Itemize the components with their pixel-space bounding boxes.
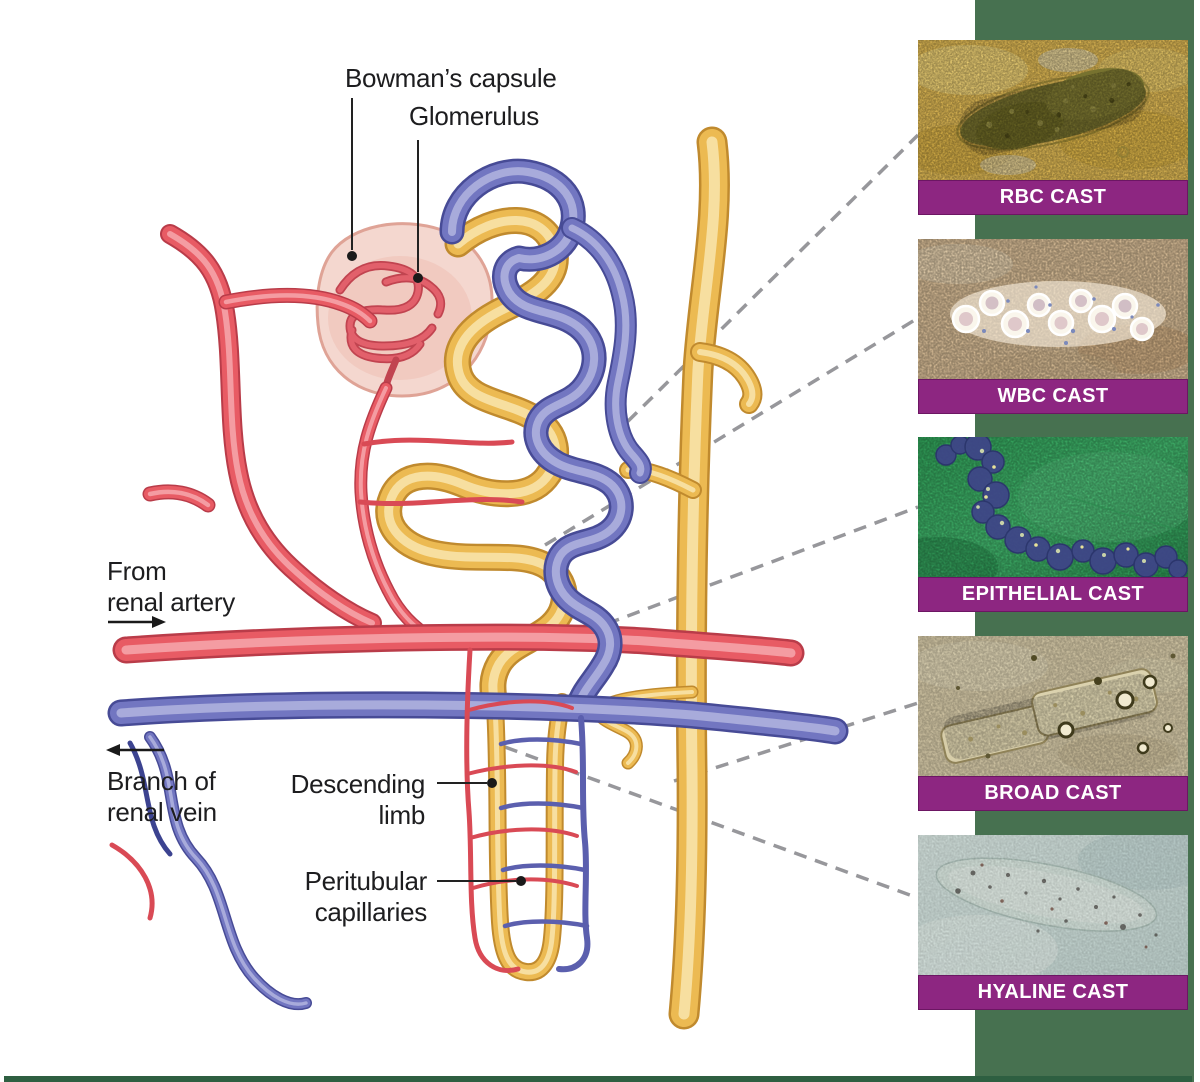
cast-label: HYALINE CAST <box>977 981 1129 1003</box>
cell-highlights <box>976 448 1146 563</box>
epithelial-cell-chain <box>935 437 1188 577</box>
cast-card-hyaline: HYALINE CAST <box>918 835 1188 1010</box>
thin-blue-branch <box>127 740 173 857</box>
epithelial-cast-micrograph <box>918 437 1188 577</box>
vein-system-blue <box>121 171 835 1004</box>
refractile-droplets <box>956 653 1176 759</box>
rbc-cast-micrograph <box>918 40 1188 180</box>
nephron-illustration <box>106 98 918 1082</box>
cast-card-epithelial: EPITHELIAL CAST <box>918 437 1188 612</box>
cast-label-bar: EPITHELIAL CAST <box>918 577 1188 612</box>
thin-red-capillaries <box>109 437 525 921</box>
label-glomerulus: Glomerulus <box>409 101 539 131</box>
cast-label-bar: WBC CAST <box>918 379 1188 414</box>
cast-label-bar: RBC CAST <box>918 180 1188 215</box>
label-peritubular-capillaries: Peritubular capillaries <box>304 866 428 927</box>
hyaline-cast-micrograph <box>918 835 1188 975</box>
artery-system-red <box>109 234 791 921</box>
connector-line-rbc <box>610 133 920 439</box>
cell-sparks <box>984 465 1130 551</box>
leader-dots <box>347 251 526 886</box>
leader-lines <box>351 98 516 882</box>
cast-label: BROAD CAST <box>984 782 1122 804</box>
arrow-right-icon <box>108 616 166 628</box>
label-branch-renal-vein: Branch of renal vein <box>107 766 217 827</box>
bottom-green-rule <box>4 1076 1192 1082</box>
arrow-left-icon <box>106 744 164 756</box>
cast-label: EPITHELIAL CAST <box>961 583 1145 605</box>
broad-cast-micrograph <box>918 636 1188 776</box>
cast-label: WBC CAST <box>997 385 1109 407</box>
cast-card-rbc: RBC CAST <box>918 40 1188 215</box>
peritubular-capillary-ladder <box>464 647 591 973</box>
connector-line-wbc <box>544 316 919 547</box>
wbc-cast-micrograph <box>918 239 1188 379</box>
blue-specks <box>982 285 1160 345</box>
cast-label: RBC CAST <box>999 186 1107 208</box>
cast-label-bar: HYALINE CAST <box>918 975 1188 1010</box>
cast-label-bar: BROAD CAST <box>918 776 1188 811</box>
label-descending-limb: Descending limb <box>290 769 426 830</box>
wbc-cells <box>951 288 1155 342</box>
cast-card-broad: BROAD CAST <box>918 636 1188 811</box>
label-bowmans-capsule: Bowman’s capsule <box>345 63 557 93</box>
broad-cast-body <box>940 668 1158 764</box>
cast-card-wbc: WBC CAST <box>918 239 1188 414</box>
label-from-renal-artery: From renal artery <box>107 556 235 617</box>
